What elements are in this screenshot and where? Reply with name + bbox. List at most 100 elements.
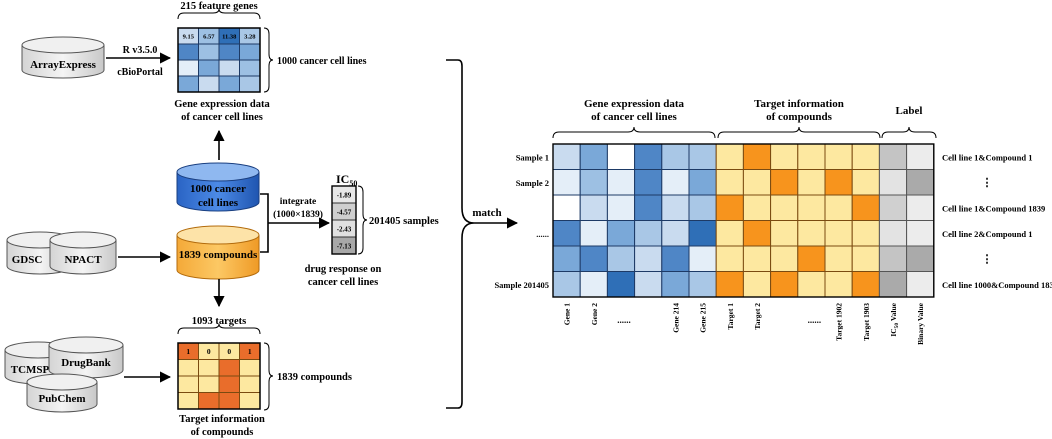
- target-caption-2: of compounds: [191, 427, 254, 438]
- integrate-label-1: integrate: [280, 197, 316, 207]
- target-cell: [198, 375, 220, 393]
- matrix-cell: [661, 220, 690, 247]
- matrix-cell: [851, 169, 880, 196]
- cell-lines-label-2: cell lines: [198, 197, 239, 209]
- target-cell: [177, 375, 199, 393]
- matrix-cell: [634, 245, 663, 272]
- tcmsp-label: TCMSP: [11, 364, 50, 376]
- matrix-pair-label: Cell line 1&Compound 1: [942, 152, 1032, 162]
- matrix-cell: [770, 220, 799, 247]
- matrix-cell: [634, 220, 663, 247]
- expression-value: 3.28: [244, 34, 256, 41]
- expression-cell: [198, 75, 220, 93]
- matrix-cell: [661, 143, 690, 170]
- matrix-cell: [742, 245, 772, 272]
- expression-cell: [218, 59, 240, 77]
- matrix-cell: [606, 194, 636, 221]
- matrix-gene-header-2: of cancer cell lines: [591, 111, 677, 123]
- matrix-col-ellipsis: ......: [808, 315, 822, 325]
- matrix-col-label: Target 1902: [835, 303, 844, 341]
- integrate-connector: [260, 193, 329, 253]
- arrayexpress-database: ArrayExpress: [21, 36, 105, 79]
- matrix-cell: [579, 143, 608, 170]
- compounds-count-label: 1839 compounds: [277, 372, 352, 383]
- target-cell: [177, 359, 199, 377]
- expression-cell: [239, 75, 261, 93]
- matrix-target-header-1: Target information: [754, 98, 844, 110]
- matrix-row-label: Sample 201405: [494, 280, 549, 290]
- ic50-value: -4.57: [337, 209, 352, 217]
- targets-brace: [177, 323, 261, 335]
- target-cell: [218, 375, 240, 393]
- matrix-cell: [906, 220, 935, 247]
- matrix-col-label: Gene 2: [590, 303, 599, 326]
- matrix-cell: [797, 220, 826, 247]
- matrix-cell: [579, 245, 608, 272]
- matrix-cell: [906, 169, 935, 196]
- matrix-cell: [688, 169, 717, 196]
- matrix-col-label: Target 1: [726, 303, 735, 330]
- matrix-cell: [770, 169, 799, 196]
- target-value: 0: [227, 347, 231, 356]
- expression-value: 9.15: [183, 34, 195, 41]
- matrix-cell: [770, 271, 799, 298]
- samples-label: 201405 samples: [369, 216, 439, 227]
- matrix-cell: [715, 194, 744, 221]
- matrix-cell: [634, 169, 663, 196]
- matrix-col-label: Gene 215: [699, 303, 708, 333]
- matrix-cell: [606, 220, 636, 247]
- target-value: 1: [186, 347, 190, 356]
- ic50-value: -2.43: [337, 226, 352, 234]
- matrix-cell: [634, 143, 663, 170]
- matrix-cell: [878, 245, 908, 272]
- matrix-cell: [606, 245, 636, 272]
- matrix-pair-label: ⋮: [982, 177, 993, 189]
- arrayexpress-label: ArrayExpress: [30, 59, 97, 71]
- matrix-col-label: Target 2: [753, 303, 762, 330]
- matrix-pair-label: Cell line 1000&Compound 1839: [942, 280, 1052, 290]
- matrix-cell: [824, 169, 853, 196]
- matrix-cell: [878, 194, 908, 221]
- matrix-cell: [634, 194, 663, 221]
- matrix-cell: [688, 143, 717, 170]
- npact-label: NPACT: [64, 254, 102, 266]
- matrix-target-header-2: of compounds: [766, 111, 832, 123]
- cell-lines-cylinder: 1000 cancer cell lines: [176, 162, 260, 212]
- matrix-cell: [824, 194, 853, 221]
- samples-brace: [357, 185, 368, 255]
- matrix-cell: [579, 169, 608, 196]
- matrix-cell: [715, 271, 744, 298]
- compounds-cylinder-label: 1839 compounds: [179, 249, 258, 261]
- matrix-cell: [742, 220, 772, 247]
- matrix-row-label: ......: [536, 229, 549, 239]
- matrix-border: [552, 143, 935, 298]
- matrix-pair-label: Cell line 2&Compound 1: [942, 229, 1032, 239]
- cell-lines-label-1: 1000 cancer: [190, 183, 246, 195]
- expression-cell: [198, 59, 220, 77]
- target-header-brace: [717, 126, 881, 139]
- drug-response-caption-1: drug response on: [305, 264, 382, 275]
- matrix-cell: [552, 220, 581, 247]
- target-cell: [239, 359, 261, 377]
- matrix-col-label: Target 1903: [862, 303, 871, 341]
- matrix-cell: [606, 143, 636, 170]
- matrix-cell: [715, 245, 744, 272]
- targets-label: 1093 targets: [192, 316, 247, 327]
- matrix-cell: [851, 143, 880, 170]
- target-value: 0: [207, 347, 211, 356]
- matrix-cell: [797, 169, 826, 196]
- expression-value: 11.38: [222, 34, 237, 41]
- matrix-cell: [688, 220, 717, 247]
- matrix-cell: [715, 220, 744, 247]
- gdsc-label: GDSC: [12, 254, 43, 266]
- matrix-cell: [906, 271, 935, 298]
- target-cell: [218, 359, 240, 377]
- matrix-cell: [824, 220, 853, 247]
- ic50-value: -1.89: [337, 192, 352, 200]
- matrix-cell: [878, 169, 908, 196]
- label-header-brace: [881, 126, 937, 139]
- matrix-cell: [797, 143, 826, 170]
- pubchem-label: PubChem: [38, 393, 85, 405]
- matrix-cell: [742, 169, 772, 196]
